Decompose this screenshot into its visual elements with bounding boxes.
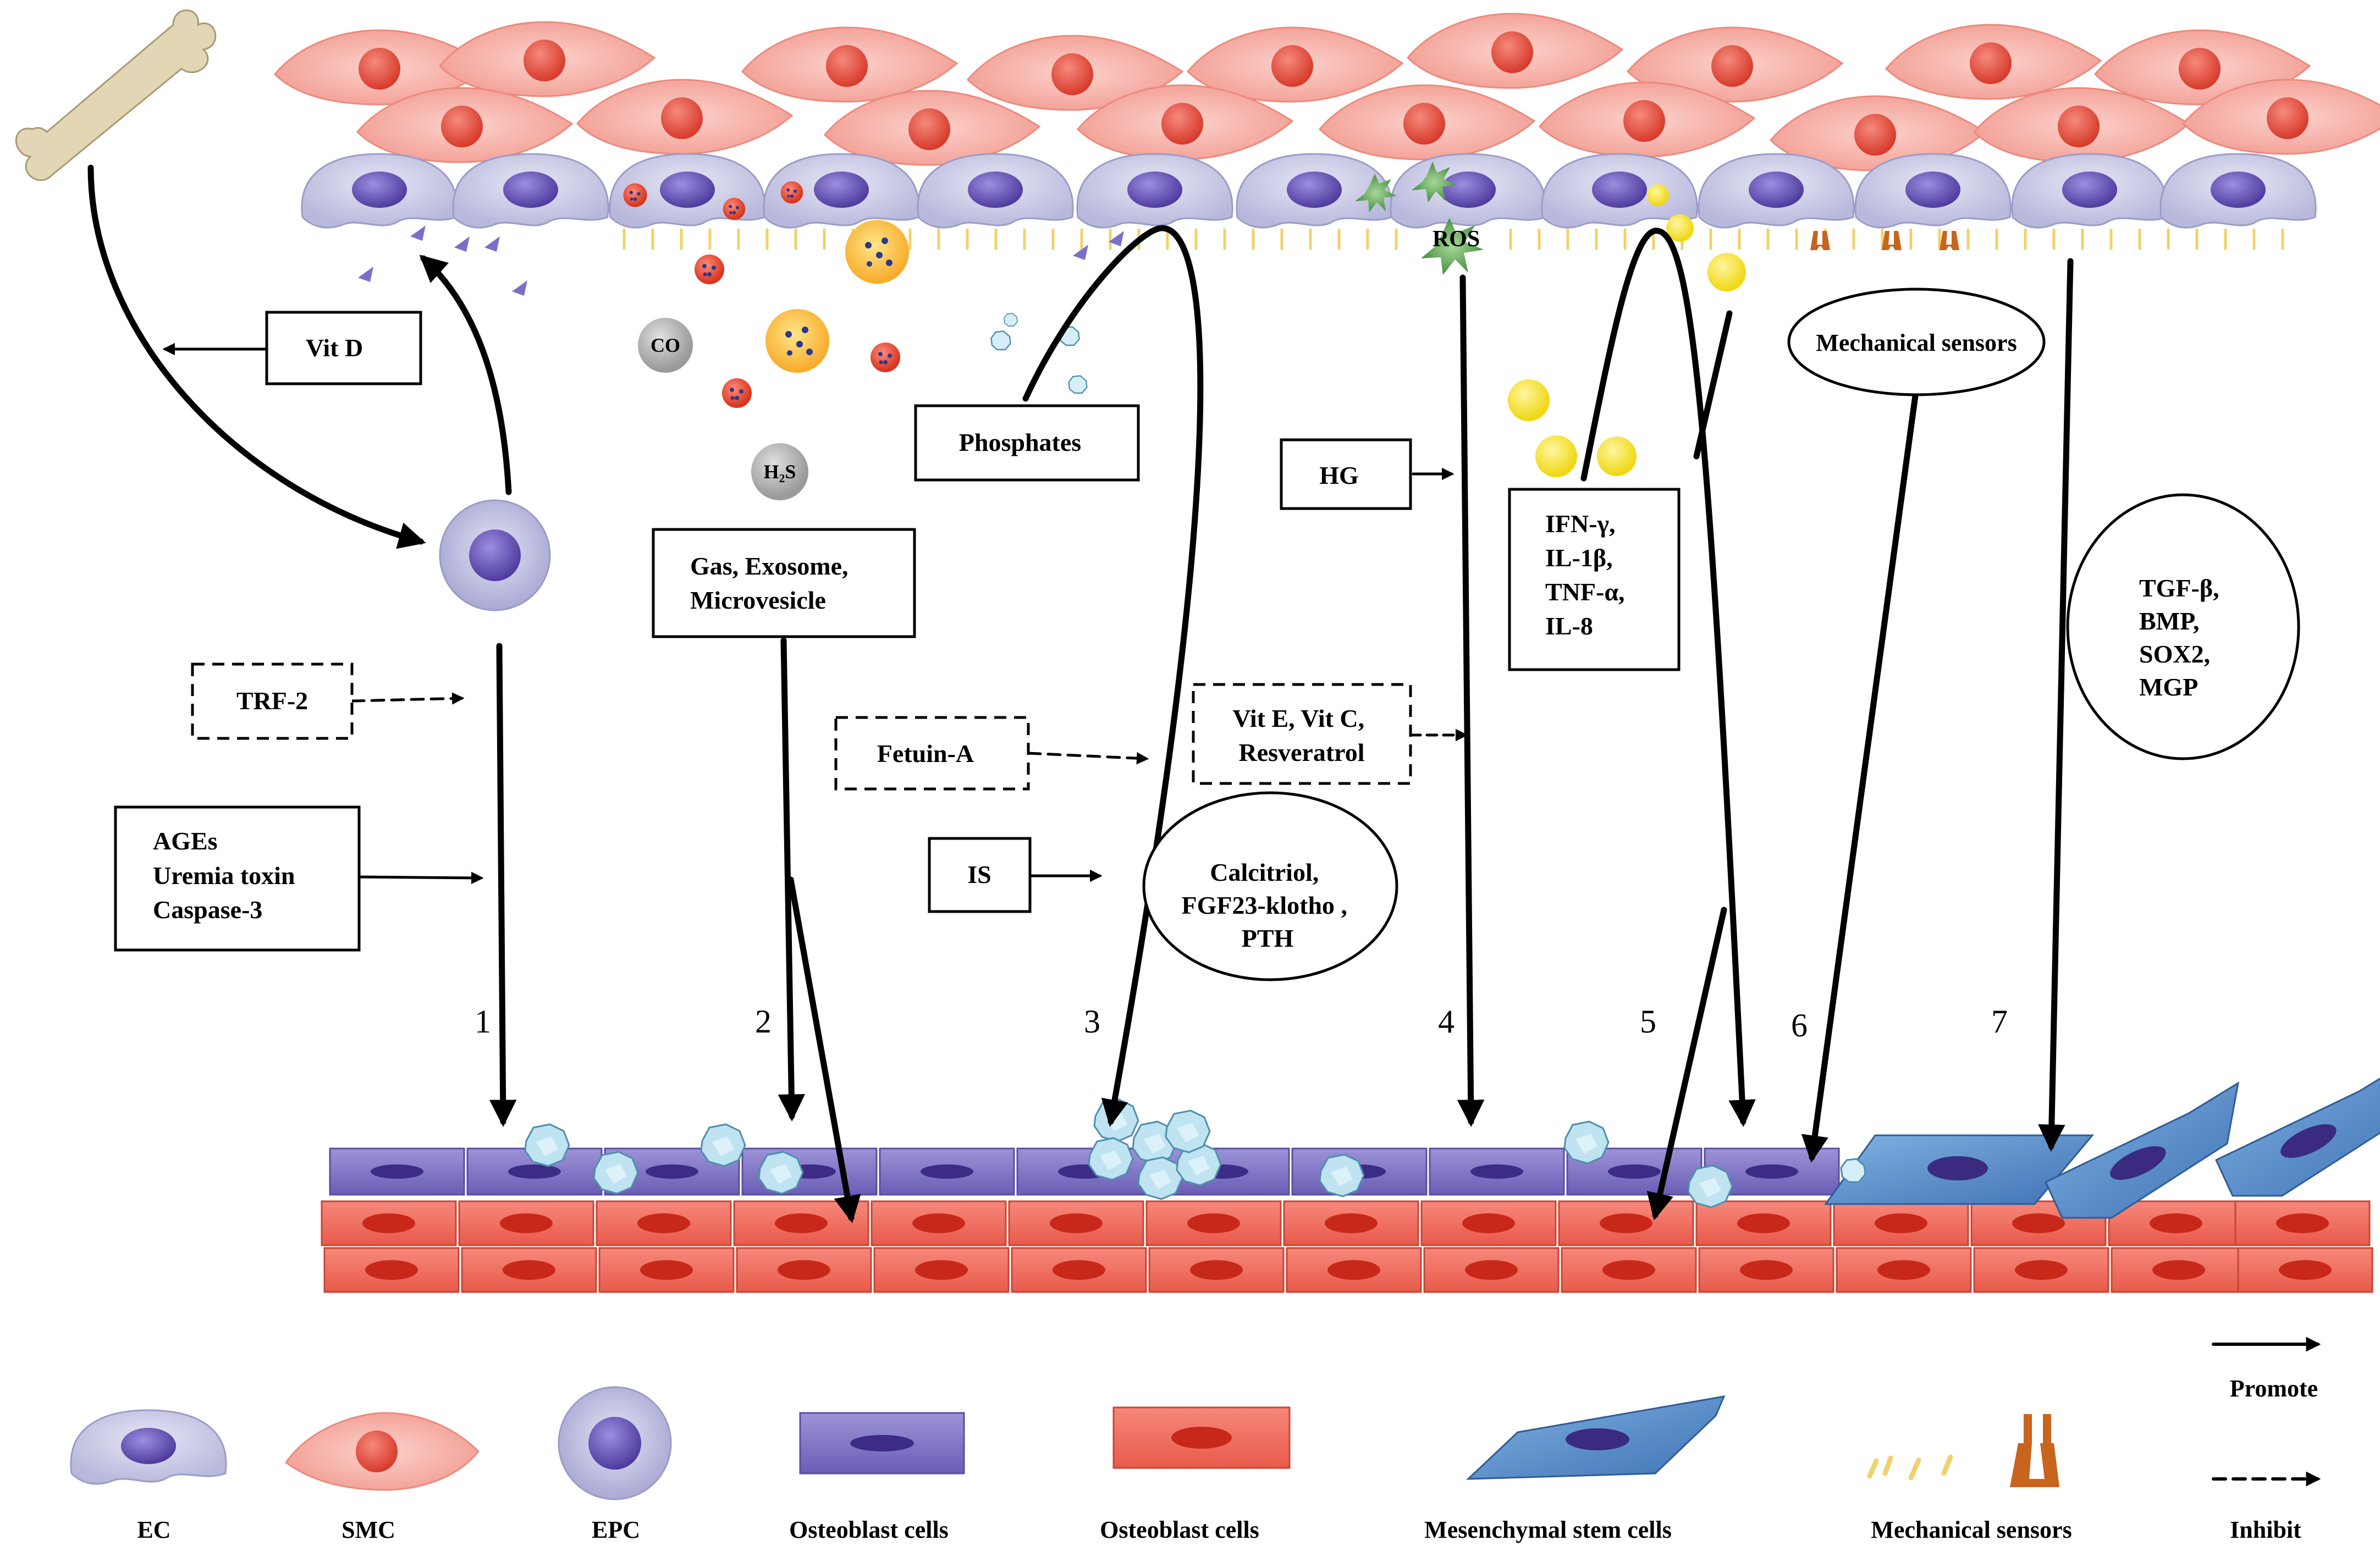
label-ages: AGEs Uremia toxin Caspase-3 [153,827,301,924]
pathway-number-5: 5 [1640,1003,1656,1040]
label-is: IS [967,860,991,888]
epc-cell [439,499,551,611]
mechanical-sensor-icon [1882,231,1902,250]
legend-msc-icon [1466,1395,1726,1480]
legend-label-ec: EC [137,1516,170,1543]
ages-line: AGEs [153,827,218,855]
bone-icon [15,9,217,181]
microvesicle-line: Microvesicle [690,586,826,614]
ros-stars [1355,162,1484,275]
pathway-number-3: 3 [1084,1003,1100,1040]
bmp-line: BMP, [2139,607,2199,635]
label-cytokines: IFN-γ, IL-1β, TNF-α, IL-8 [1545,510,1631,640]
legend-label-osteoblast-1: Osteoblast cells [789,1516,949,1543]
caspase-line: Caspase-3 [153,896,262,924]
label-vit-d: Vit D [306,334,363,362]
label-gas-exosome: Gas, Exosome, Microvesicle [690,552,855,614]
gas-particles [638,220,909,500]
label-ros: ROS [1433,227,1480,252]
label-vit-e: Vit E, Vit C, Resveratrol [1232,704,1370,766]
tnf-line: TNF-α, [1545,578,1625,606]
label-mechanical-sensors: Mechanical sensors [1816,329,2017,356]
calcitriol-line: Calcitriol, [1210,858,1319,886]
pathway-number-7: 7 [1991,1003,2008,1040]
legend-label-msc: Mesenchymal stem cells [1424,1516,1672,1543]
legend-epc-icon [558,1386,672,1500]
yellow-particles [1647,184,1746,291]
label-tgf: TGF-β, BMP, SOX2, MGP [2139,574,2225,701]
tgf-line: TGF-β, [2139,574,2219,602]
gas-line: Gas, Exosome, [690,552,849,580]
legend-label-smc: SMC [341,1516,395,1543]
legend-label-inhibit: Inhibit [2230,1516,2301,1543]
label-hg: HG [1319,461,1359,489]
cytokine-particles [1508,379,1637,477]
ec-fragments [358,225,1124,296]
il1-line: IL-1β, [1545,544,1613,572]
label-phosphates: Phosphates [959,428,1081,456]
pathway-number-6: 6 [1791,1007,1808,1043]
resveratrol-line: Resveratrol [1238,738,1364,766]
pathway-number-1: 1 [475,1003,491,1040]
mechanical-sensors-ec [1810,231,1959,250]
fgf23-line: FGF23-klotho , [1181,891,1347,919]
label-calcitriol: Calcitriol, FGF23-klotho , PTH [1181,858,1353,952]
il8-line: IL-8 [1545,612,1593,640]
legend-osteoblast-purple-icon [799,1412,965,1475]
phosphate-crystals [990,313,1088,394]
legend-label-osteoblast-2: Osteoblast cells [1100,1516,1259,1543]
label-fetuin-a: Fetuin-A [877,739,974,768]
smc-layer [274,13,2380,172]
legend-osteoblast-red-icon [1112,1406,1291,1469]
label-boxes [114,288,2300,981]
label-co: CO [651,334,680,356]
pathway-number-2: 2 [755,1003,772,1040]
legend: EC SMC EPC Osteoblast cells Osteoblast c… [70,1375,2318,1543]
legend-mechanical-sensors-icon [1867,1414,2059,1487]
pth-line: PTH [1242,924,1294,952]
legend-ec-icon [70,1409,227,1485]
label-trf2: TRF-2 [236,687,308,715]
uremia-line: Uremia toxin [153,862,295,890]
mgp-line: MGP [2139,673,2198,701]
mesenchymal-stem-cells [1825,1060,2380,1219]
labels: Vit D CO H₂S ROS Phosphates HG Mechanica… [153,227,2225,1043]
ifn-line: IFN-γ, [1545,510,1616,538]
endothelial-layer [301,153,2317,229]
sensor-hairs [622,228,2284,250]
mechanical-sensor-icon [1810,231,1830,250]
vit-e-line: Vit E, Vit C, [1232,704,1364,732]
legend-label-epc: EPC [592,1516,640,1543]
legend-label-promote: Promote [2230,1375,2318,1402]
sox2-line: SOX2, [2139,640,2210,668]
legend-label-mechanical-sensors: Mechanical sensors [1871,1516,2072,1543]
arrows [87,164,2321,1487]
label-h2s: H₂S [764,461,796,483]
pathway-number-4: 4 [1438,1003,1455,1040]
mechanical-sensor-icon [1940,231,1959,250]
